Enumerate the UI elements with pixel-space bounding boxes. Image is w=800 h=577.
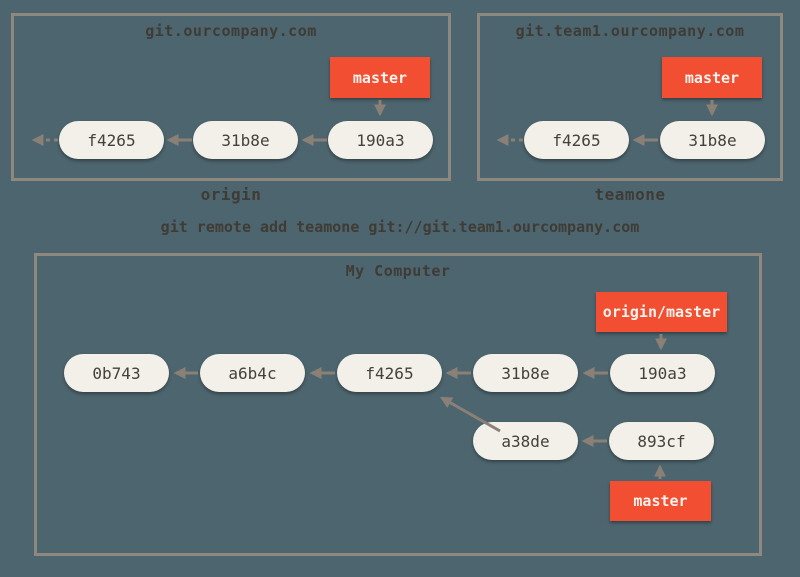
- branch-label-master-teamone: master: [662, 57, 762, 98]
- commit-node: f4265: [59, 121, 164, 159]
- commit-node: 31b8e: [193, 121, 298, 159]
- branch-label-master-local: master: [610, 481, 711, 521]
- branch-label-master-origin: master: [330, 57, 430, 98]
- remote-title-origin: git.ourcompany.com: [145, 22, 317, 40]
- commit-node: a38de: [473, 422, 578, 460]
- remote-title-teamone: git.team1.ourcompany.com: [515, 22, 745, 40]
- remote-box-teamone: git.team1.ourcompany.com: [477, 13, 783, 181]
- branch-label-origin-master: origin/master: [596, 292, 727, 332]
- commit-node: f4265: [524, 121, 629, 159]
- commit-node: 190a3: [610, 354, 715, 392]
- commit-node: 190a3: [328, 121, 433, 159]
- remote-name-origin: origin: [200, 185, 262, 204]
- commit-node: 893cf: [609, 422, 714, 460]
- remote-name-teamone: teamone: [594, 185, 666, 204]
- git-command-text: git remote add teamone git://git.team1.o…: [160, 218, 640, 236]
- local-title: My Computer: [345, 262, 451, 280]
- commit-node: 0b743: [64, 354, 169, 392]
- commit-node: f4265: [337, 354, 442, 392]
- local-box-my-computer: My Computer: [34, 253, 762, 556]
- commit-node: 31b8e: [473, 354, 578, 392]
- commit-node: a6b4c: [200, 354, 305, 392]
- remote-box-origin: git.ourcompany.com: [11, 13, 451, 181]
- commit-node: 31b8e: [660, 121, 765, 159]
